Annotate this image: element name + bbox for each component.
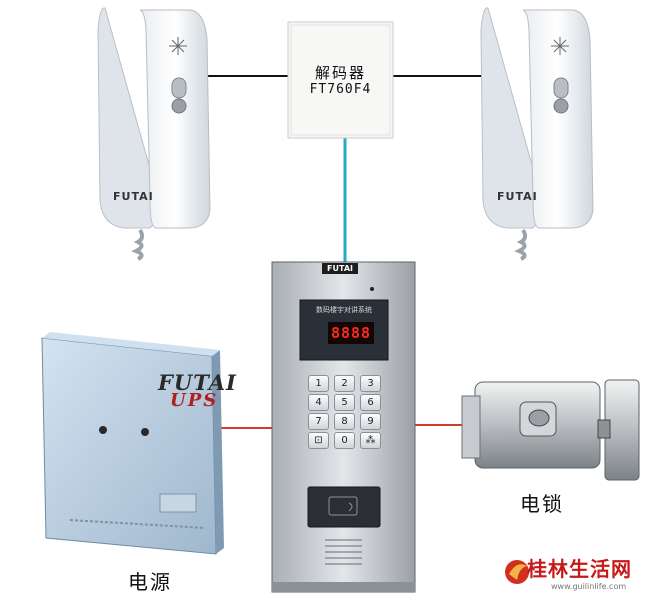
- left-handset-speaker-icon: [169, 37, 187, 55]
- right-handset-phone: [480, 7, 594, 261]
- decoder-box: [287, 21, 394, 139]
- card-reader-icon: [328, 496, 358, 516]
- watermark-text: 桂林生活网: [527, 557, 632, 581]
- door-panel-keypad: 1 2 3 4 5 6 7 8 9 ⊡ 0 ⁂: [308, 375, 381, 449]
- door-panel-title: 数码楼宇对讲系统: [316, 306, 372, 314]
- key-5[interactable]: 5: [334, 394, 355, 411]
- electric-lock: [461, 379, 640, 481]
- key-9[interactable]: 9: [360, 413, 381, 430]
- watermark-logo-icon: [505, 560, 529, 584]
- key-8[interactable]: 8: [334, 413, 355, 430]
- key-2[interactable]: 2: [334, 375, 355, 392]
- key-3[interactable]: 3: [360, 375, 381, 392]
- speaker-grille: [325, 539, 362, 565]
- power-supply-brand: FUTAI: [158, 370, 237, 395]
- door-panel-brand: FUTAI: [322, 263, 358, 274]
- left-handset-phone: [97, 7, 211, 261]
- key-4[interactable]: 4: [308, 394, 329, 411]
- key-0[interactable]: 0: [334, 432, 355, 449]
- power-supply-subbrand: UPS: [170, 390, 219, 411]
- key-star[interactable]: ⁂: [360, 432, 381, 449]
- lock-caption: 电锁: [520, 492, 564, 516]
- power-caption: 电源: [128, 570, 172, 594]
- power-supply-box: [41, 332, 224, 555]
- decoder-name-label: 解码器: [314, 64, 366, 82]
- left-handset-brand: FUTAI: [113, 190, 154, 203]
- door-station-panel: [271, 261, 416, 593]
- decoder-model-label: FT760F4: [309, 82, 372, 97]
- key-bell[interactable]: ⊡: [308, 432, 329, 449]
- key-7[interactable]: 7: [308, 413, 329, 430]
- watermark-url: www.guilinlife.com: [551, 582, 627, 591]
- right-handset-brand: FUTAI: [497, 190, 538, 203]
- key-6[interactable]: 6: [360, 394, 381, 411]
- door-panel-display: 8888: [330, 324, 372, 342]
- right-handset-speaker-icon: [551, 37, 569, 55]
- key-1[interactable]: 1: [308, 375, 329, 392]
